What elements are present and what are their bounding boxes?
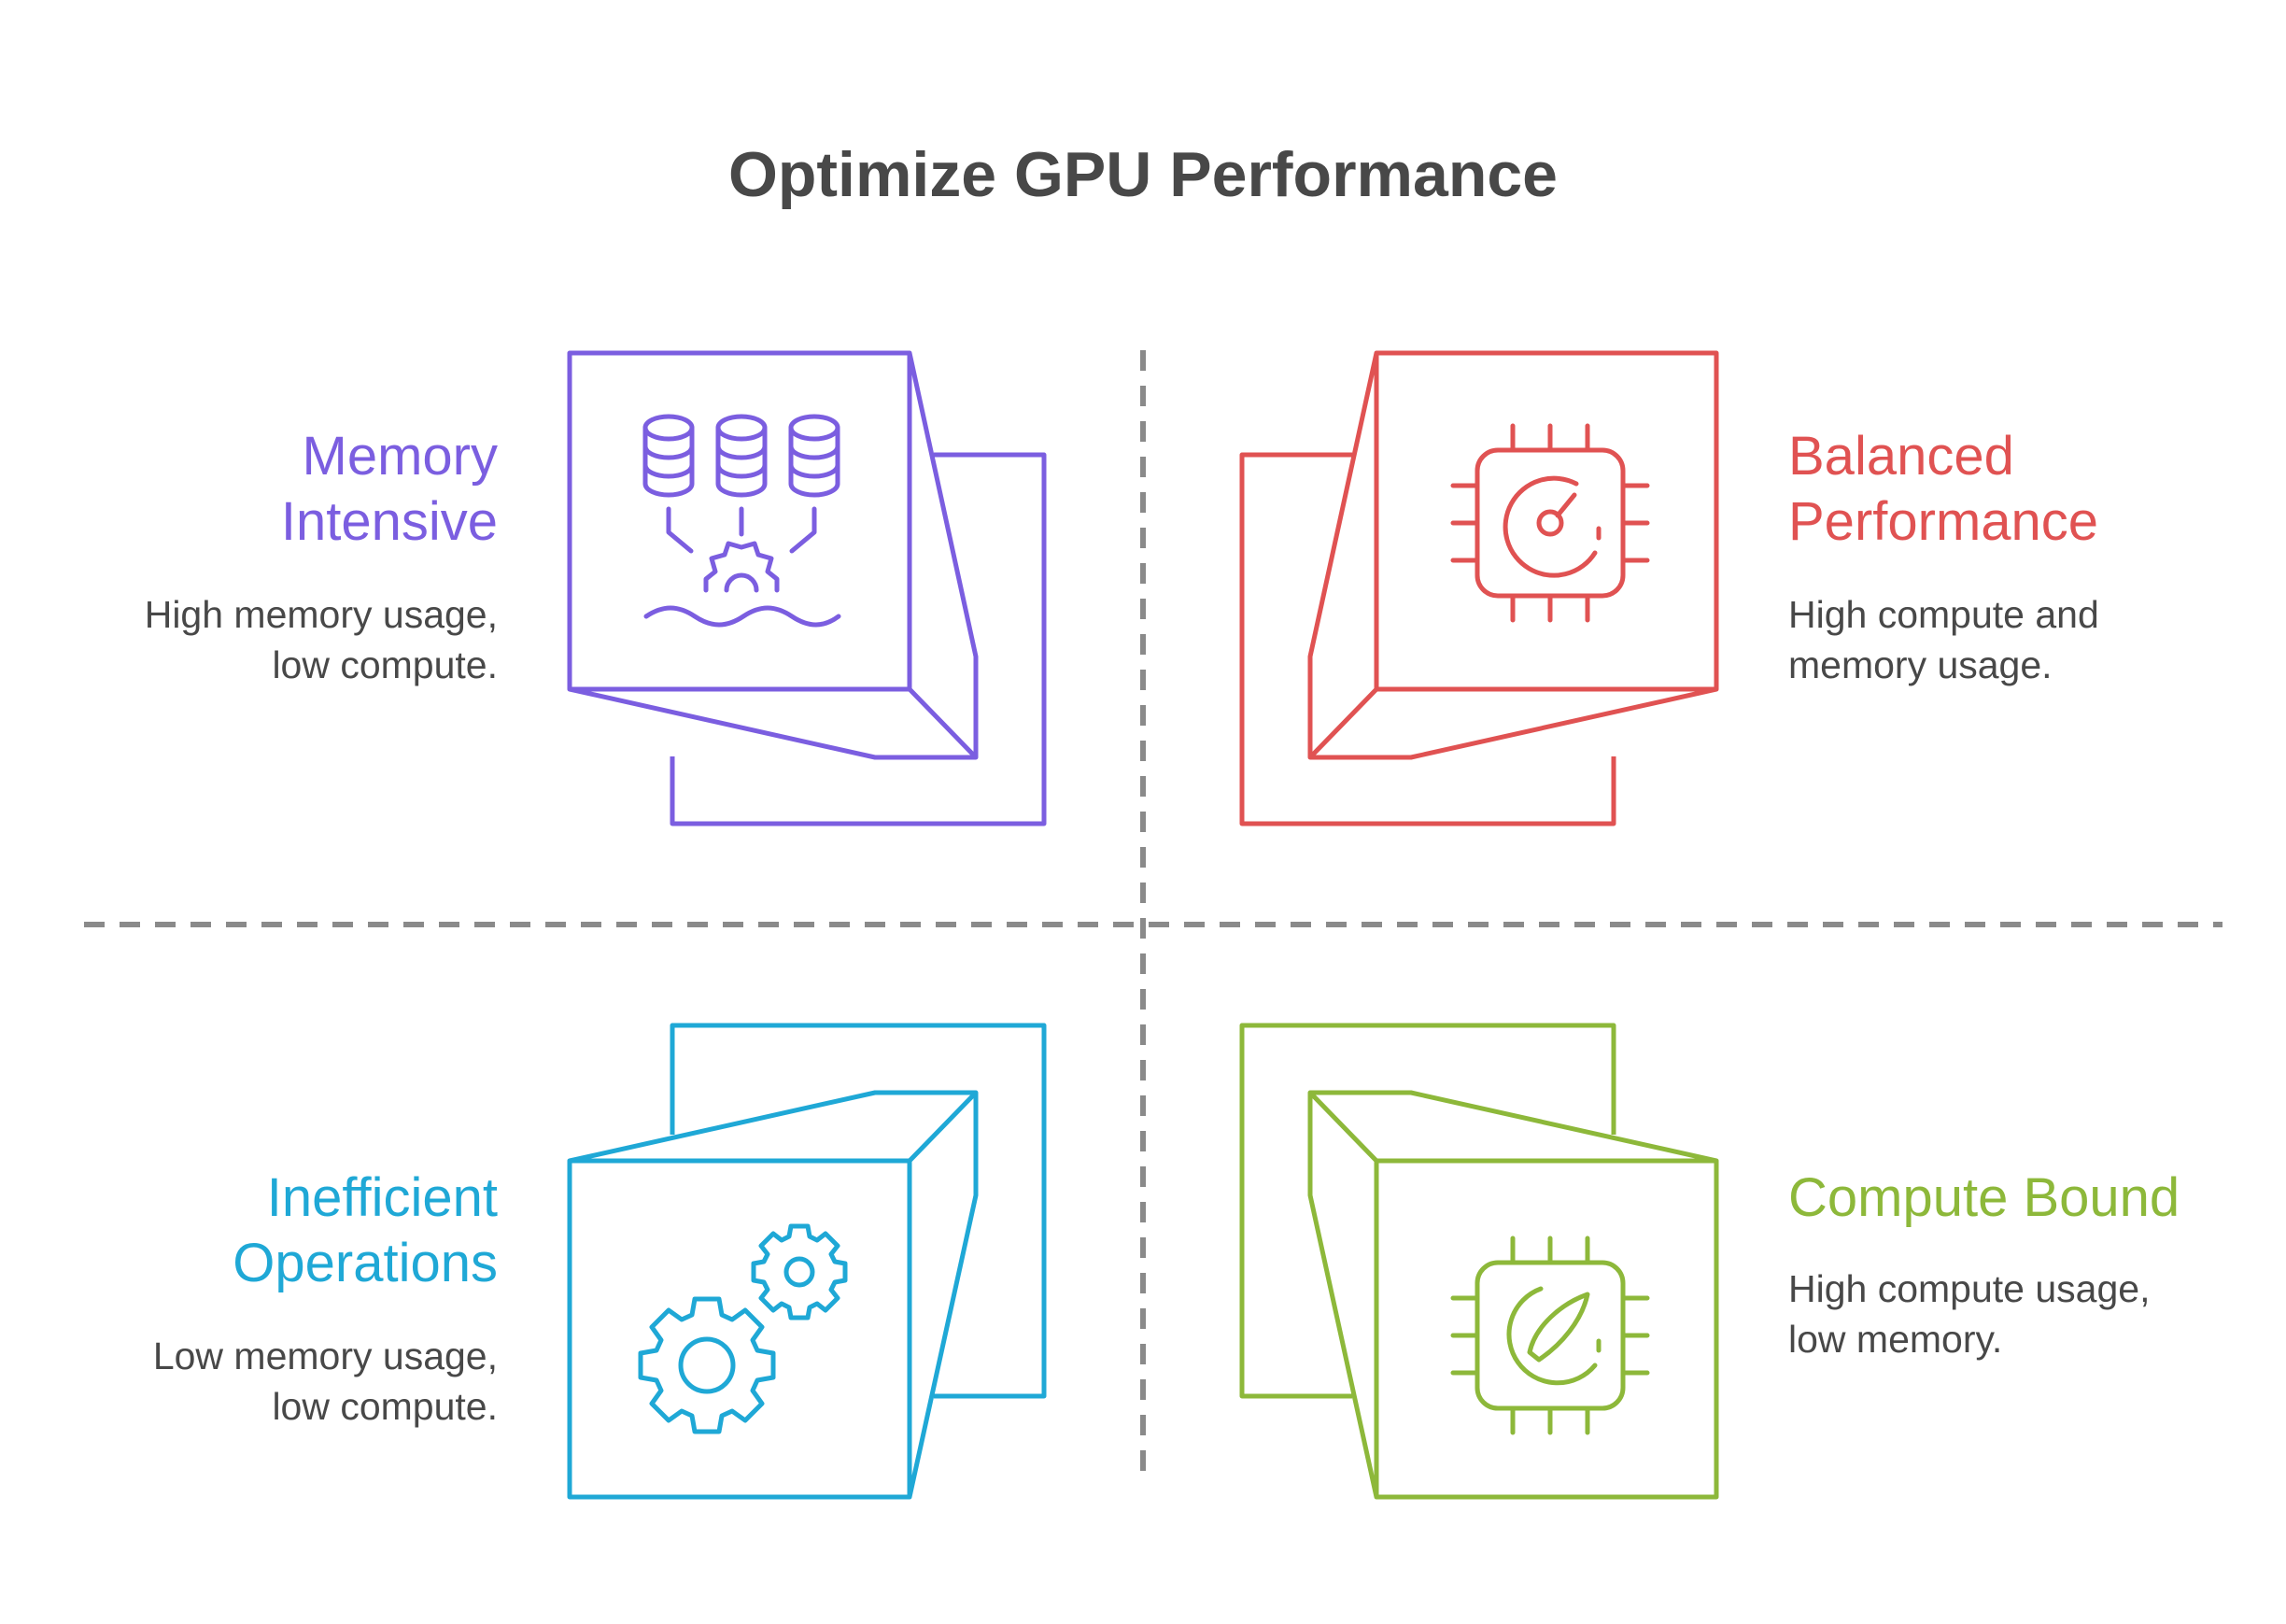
memory-intensive-title-line1: Memory xyxy=(303,426,498,487)
memory-intensive-desc-line2: low compute. xyxy=(272,643,498,686)
water-wave-icon xyxy=(643,605,841,628)
database-icon xyxy=(788,414,840,498)
database-icon xyxy=(642,414,695,498)
balanced-performance-quadrant: Balanced Performance High compute and me… xyxy=(1239,350,2099,826)
balanced-performance-box xyxy=(1239,350,1719,826)
chip-gauge-icon xyxy=(1450,423,1650,623)
inefficient-operations-title-line1: Inefficient xyxy=(267,1167,498,1228)
memory-intensive-quadrant: Memory Intensive High memory usage, low … xyxy=(145,350,1047,826)
balanced-performance-title-line2: Performance xyxy=(1788,491,2098,552)
large-gear-icon xyxy=(638,1296,776,1434)
inefficient-operations-desc-line2: low compute. xyxy=(272,1385,498,1428)
gears-icon xyxy=(638,1223,848,1434)
database-icon xyxy=(715,414,768,498)
inefficient-operations-box xyxy=(567,1023,1047,1500)
balanced-performance-desc-line1: High compute and xyxy=(1788,593,2099,636)
balanced-performance-title-line1: Balanced xyxy=(1788,426,2014,487)
compute-bound-quadrant: Compute Bound High compute usage, low me… xyxy=(1239,1023,2180,1500)
diagram-title: Optimize GPU Performance xyxy=(728,139,1558,210)
database-gear-icon xyxy=(642,414,841,628)
memory-intensive-title-line2: Intensive xyxy=(281,491,498,552)
memory-intensive-desc-line1: High memory usage, xyxy=(145,593,498,636)
quadrant-dividers xyxy=(84,350,2222,1485)
inefficient-operations-title-line2: Operations xyxy=(233,1233,498,1293)
compute-bound-title: Compute Bound xyxy=(1788,1167,2180,1228)
memory-intensive-box xyxy=(567,350,1047,826)
inefficient-operations-quadrant: Inefficient Operations Low memory usage,… xyxy=(153,1023,1047,1500)
compute-bound-box xyxy=(1239,1023,1719,1500)
inefficient-operations-desc-line1: Low memory usage, xyxy=(153,1335,498,1377)
compute-bound-desc-line2: low memory. xyxy=(1788,1318,2002,1361)
gear-icon xyxy=(703,541,780,593)
chip-gauge-high-icon xyxy=(1450,1236,1650,1435)
balanced-performance-desc-line2: memory usage. xyxy=(1788,643,2053,686)
small-gear-icon xyxy=(751,1223,848,1320)
compute-bound-desc-line1: High compute usage, xyxy=(1788,1267,2150,1310)
